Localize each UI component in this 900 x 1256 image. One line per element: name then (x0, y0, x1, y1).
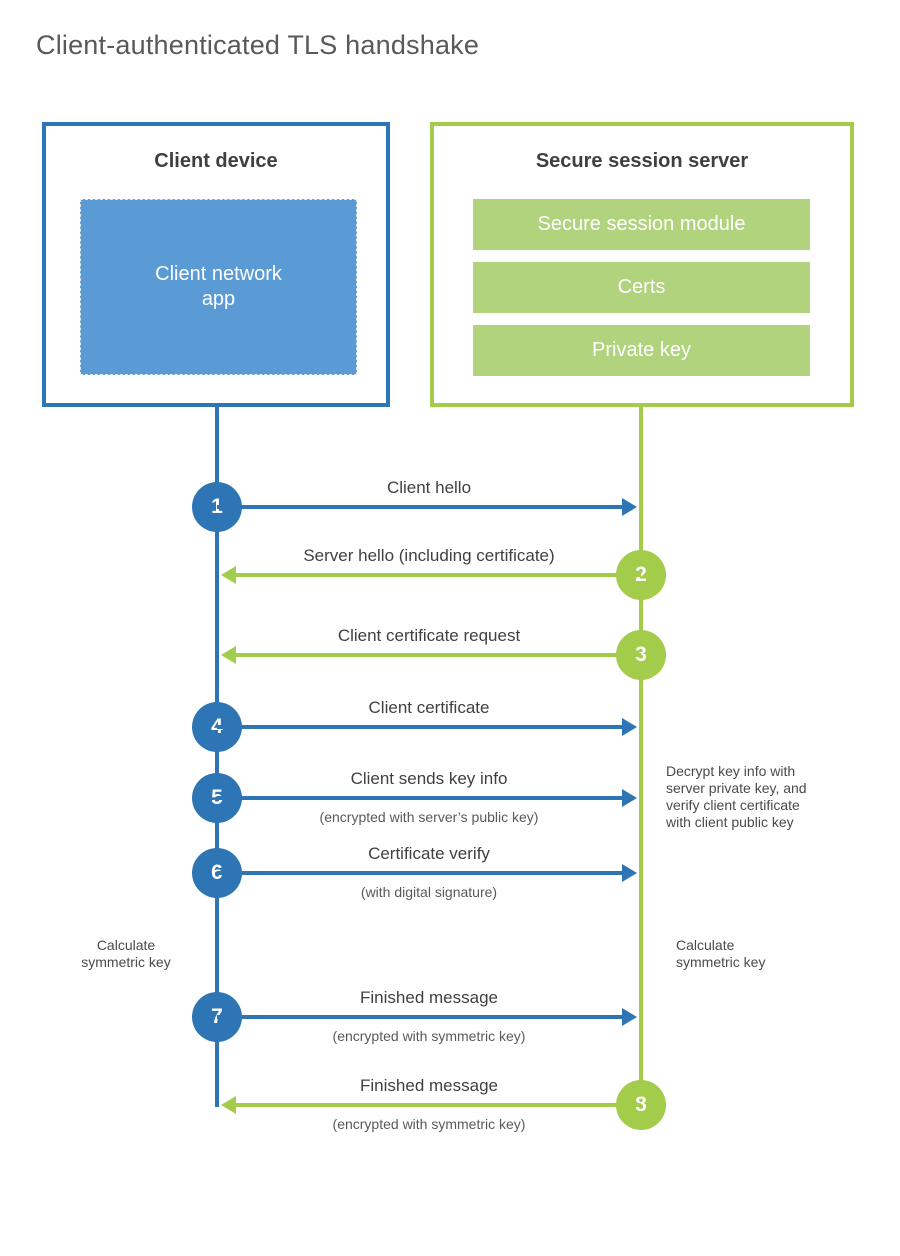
step-3-arrowhead (221, 646, 236, 664)
client-device-box: Client device Client network app (42, 122, 390, 407)
server-module-bar: Certs (473, 262, 810, 313)
calc-symmetric-key-left: Calculate symmetric key (81, 937, 171, 970)
step-4-label: Client certificate (368, 698, 490, 717)
step-4-arrow (217, 725, 623, 729)
step-2-arrow (235, 573, 641, 577)
step-6-sublabel: (with digital signature) (360, 884, 498, 900)
client-network-app-label: Client network app (155, 263, 282, 310)
step-8-arrow (235, 1103, 641, 1107)
step-5-sublabel: (encrypted with server’s public key) (319, 809, 539, 825)
secure-session-server-box: Secure session server Secure session mod… (430, 122, 854, 407)
step-2-arrowhead (221, 566, 236, 584)
step-1-arrowhead (622, 498, 637, 516)
step-4-arrowhead (622, 718, 637, 736)
calc-symmetric-key-right: Calculate symmetric key (676, 937, 766, 970)
step-8-label: Finished message (360, 1076, 498, 1095)
step-8-circle: 8 (616, 1080, 666, 1130)
secure-session-server-title: Secure session server (535, 150, 749, 172)
step-7-arrow (217, 1015, 623, 1019)
page-title: Client-authenticated TLS handshake (36, 30, 480, 60)
server-module-bar: Secure session module (473, 199, 810, 250)
step-5-label: Client sends key info (350, 769, 508, 788)
step-7-arrowhead (622, 1008, 637, 1026)
client-lifeline (215, 405, 219, 1107)
decrypt-note: Decrypt key info with server private key… (666, 763, 807, 830)
step-1-label: Client hello (386, 478, 472, 497)
step-8-arrowhead (221, 1096, 236, 1114)
step-6-arrow (217, 871, 623, 875)
step-6-label: Certificate verify (368, 844, 490, 863)
server-lifeline (639, 405, 643, 1105)
step-8-sublabel: (encrypted with symmetric key) (332, 1116, 526, 1132)
step-2-label: Server hello (including certificate) (303, 546, 555, 565)
step-6-arrowhead (622, 864, 637, 882)
step-2-circle: 2 (616, 550, 666, 600)
step-5-arrowhead (622, 789, 637, 807)
step-1-arrow (217, 505, 623, 509)
step-3-arrow (235, 653, 641, 657)
step-3-label: Client certificate request (337, 626, 521, 645)
step-5-arrow (217, 796, 623, 800)
server-module-bar: Private key (473, 325, 810, 376)
step-7-label: Finished message (360, 988, 498, 1007)
client-network-app-box: Client network app (80, 199, 357, 375)
client-device-title: Client device (154, 150, 278, 172)
step-7-sublabel: (encrypted with symmetric key) (332, 1028, 526, 1044)
